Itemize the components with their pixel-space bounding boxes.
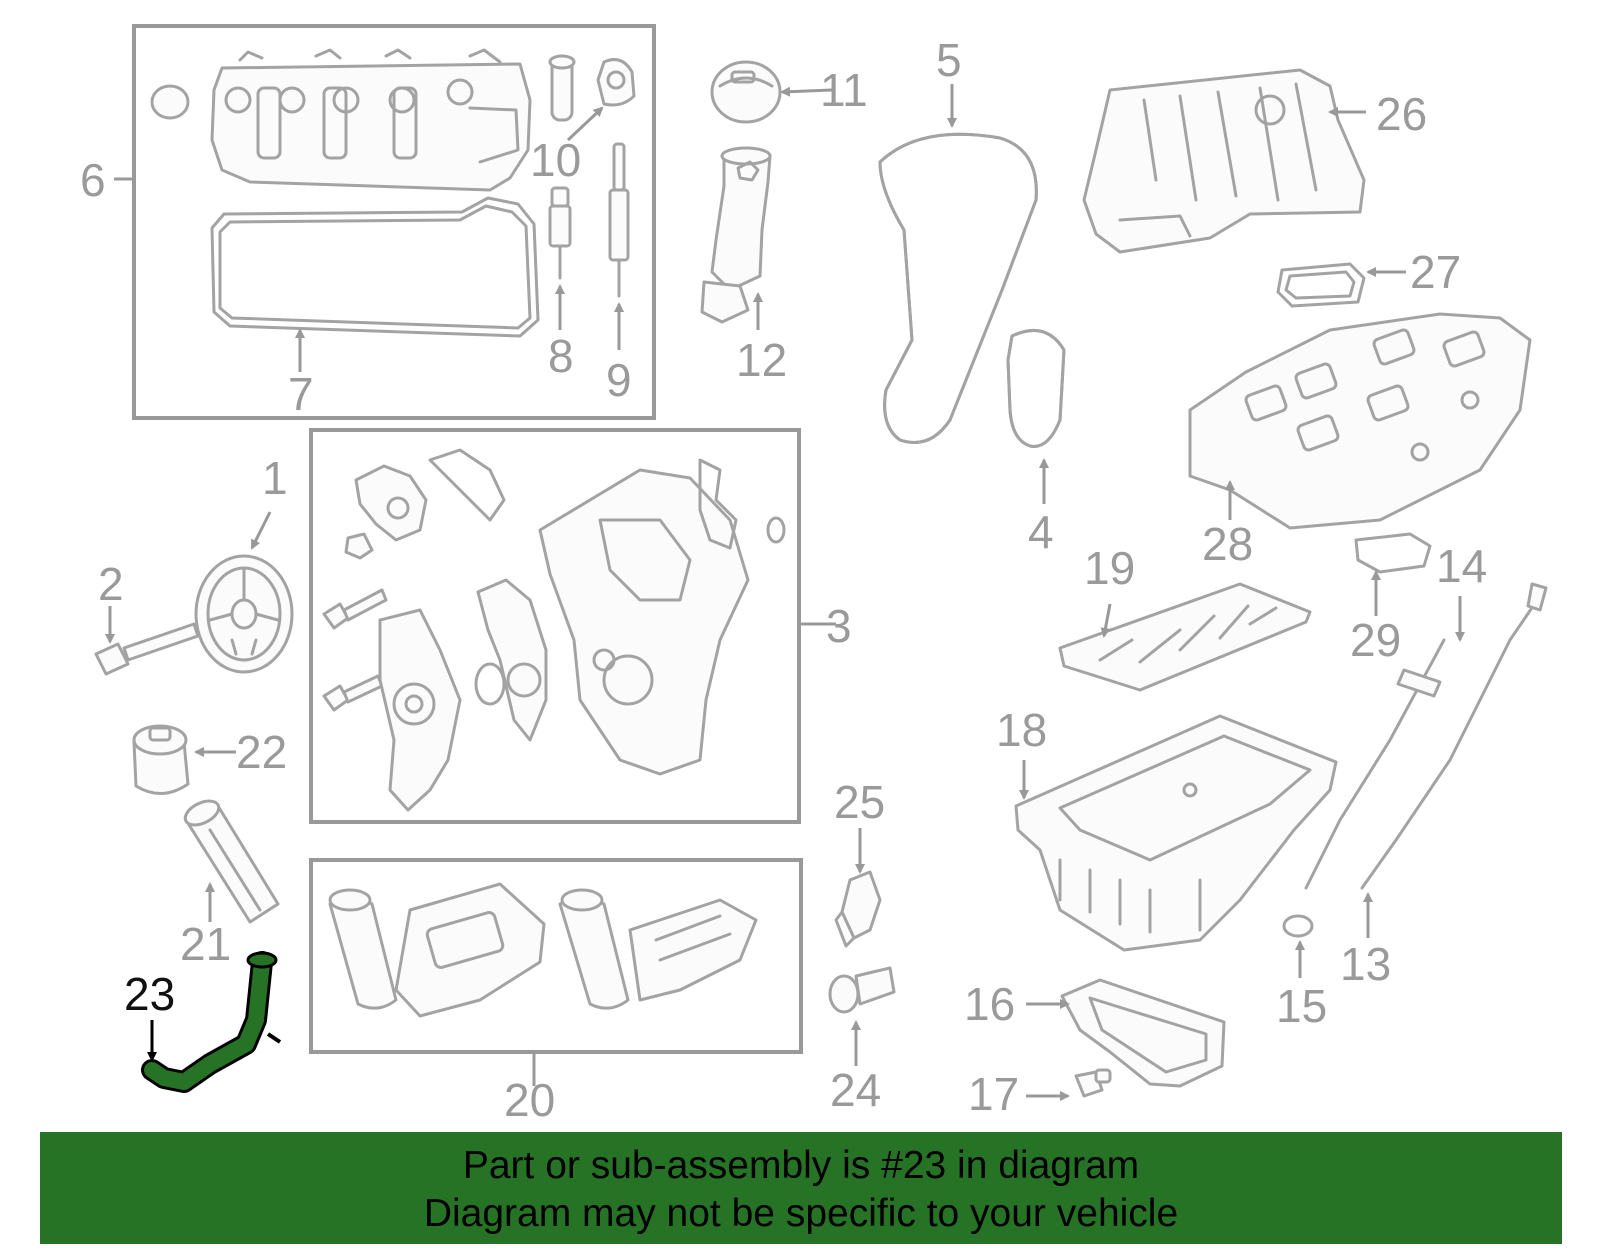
part-19-windage-tray [1058, 582, 1312, 692]
callout-2: 2 [98, 558, 124, 610]
box-timing-cover-group [309, 428, 801, 824]
part-16-oil-pan-lower [1060, 978, 1226, 1088]
callout-21: 21 [180, 918, 231, 970]
callout-5: 5 [936, 34, 962, 86]
callout-19: 19 [1084, 542, 1135, 594]
part-22-oil-filter-cap [132, 724, 190, 795]
part-18-oil-pan-upper [1014, 714, 1338, 952]
callout-8: 8 [548, 330, 574, 382]
part-9-stud [608, 142, 630, 298]
callout-7: 7 [288, 368, 314, 420]
callout-14: 14 [1436, 540, 1487, 592]
part-29-gasket [1354, 532, 1432, 574]
callout-16: 16 [964, 978, 1015, 1030]
part-13-dipstick-tube [1360, 594, 1542, 890]
part-10-grommet [548, 54, 636, 122]
part-28-lower-intake-manifold [1188, 312, 1532, 530]
callout-18: 18 [996, 704, 1047, 756]
box-oil-filter-housing-group [309, 858, 803, 1054]
callout-11: 11 [820, 64, 868, 116]
callout-29: 29 [1350, 614, 1401, 666]
callout-15: 15 [1276, 980, 1327, 1032]
part-20-oil-filter-housing [328, 882, 758, 1018]
callout-10: 10 [530, 134, 581, 186]
callout-17: 17 [968, 1068, 1019, 1120]
callout-23-highlighted: 23 [124, 968, 175, 1020]
callout-25: 25 [834, 776, 885, 828]
callout-13: 13 [1340, 938, 1391, 990]
part-6-valve-cover [150, 48, 532, 192]
part-1-crankshaft-damper [194, 554, 294, 674]
part-info-banner: Part or sub-assembly is #23 in diagram D… [40, 1132, 1562, 1244]
part-15-o-ring [1282, 914, 1314, 938]
callout-26: 26 [1376, 88, 1427, 140]
part-24-pressure-sensor [828, 966, 896, 1014]
box-valve-cover-group [132, 24, 656, 420]
part-7-gasket [210, 196, 540, 338]
banner-line-1: Part or sub-assembly is #23 in diagram [462, 1144, 1140, 1187]
part-17-drain-plug [1074, 1068, 1112, 1098]
part-14-dipstick-handle [1526, 582, 1548, 612]
callout-4: 4 [1028, 506, 1054, 558]
part-2-damper-bolt [94, 622, 200, 676]
part-5-timing-chain-inner [878, 132, 1038, 444]
banner-line-2: Diagram may not be specific to your vehi… [423, 1192, 1179, 1235]
part-26-upper-intake-manifold [1082, 68, 1366, 254]
callout-24: 24 [830, 1064, 881, 1116]
callout-3: 3 [826, 600, 852, 652]
callout-6: 6 [80, 154, 106, 206]
part-27-gasket [1276, 262, 1366, 308]
callout-20: 20 [504, 1074, 555, 1126]
part-8-stud [548, 186, 572, 280]
callout-1: 1 [262, 452, 288, 504]
callout-22: 22 [236, 726, 287, 778]
callout-28: 28 [1202, 518, 1253, 570]
part-3-timing-cover [322, 448, 786, 812]
leader-lines [105, 84, 1465, 1101]
part-4-chain-inner [1006, 328, 1066, 448]
callout-27: 27 [1410, 246, 1461, 298]
part-21-oil-filter-element [183, 799, 280, 924]
part-11-oil-cap [710, 60, 782, 124]
callout-9: 9 [606, 354, 632, 406]
part-23-hose-highlighted [141, 951, 282, 1093]
part-13-tube-bracket [1396, 668, 1442, 698]
part-25-sensor [834, 870, 882, 948]
callout-12: 12 [736, 334, 787, 386]
part-12-oil-filler-tube [700, 146, 772, 324]
